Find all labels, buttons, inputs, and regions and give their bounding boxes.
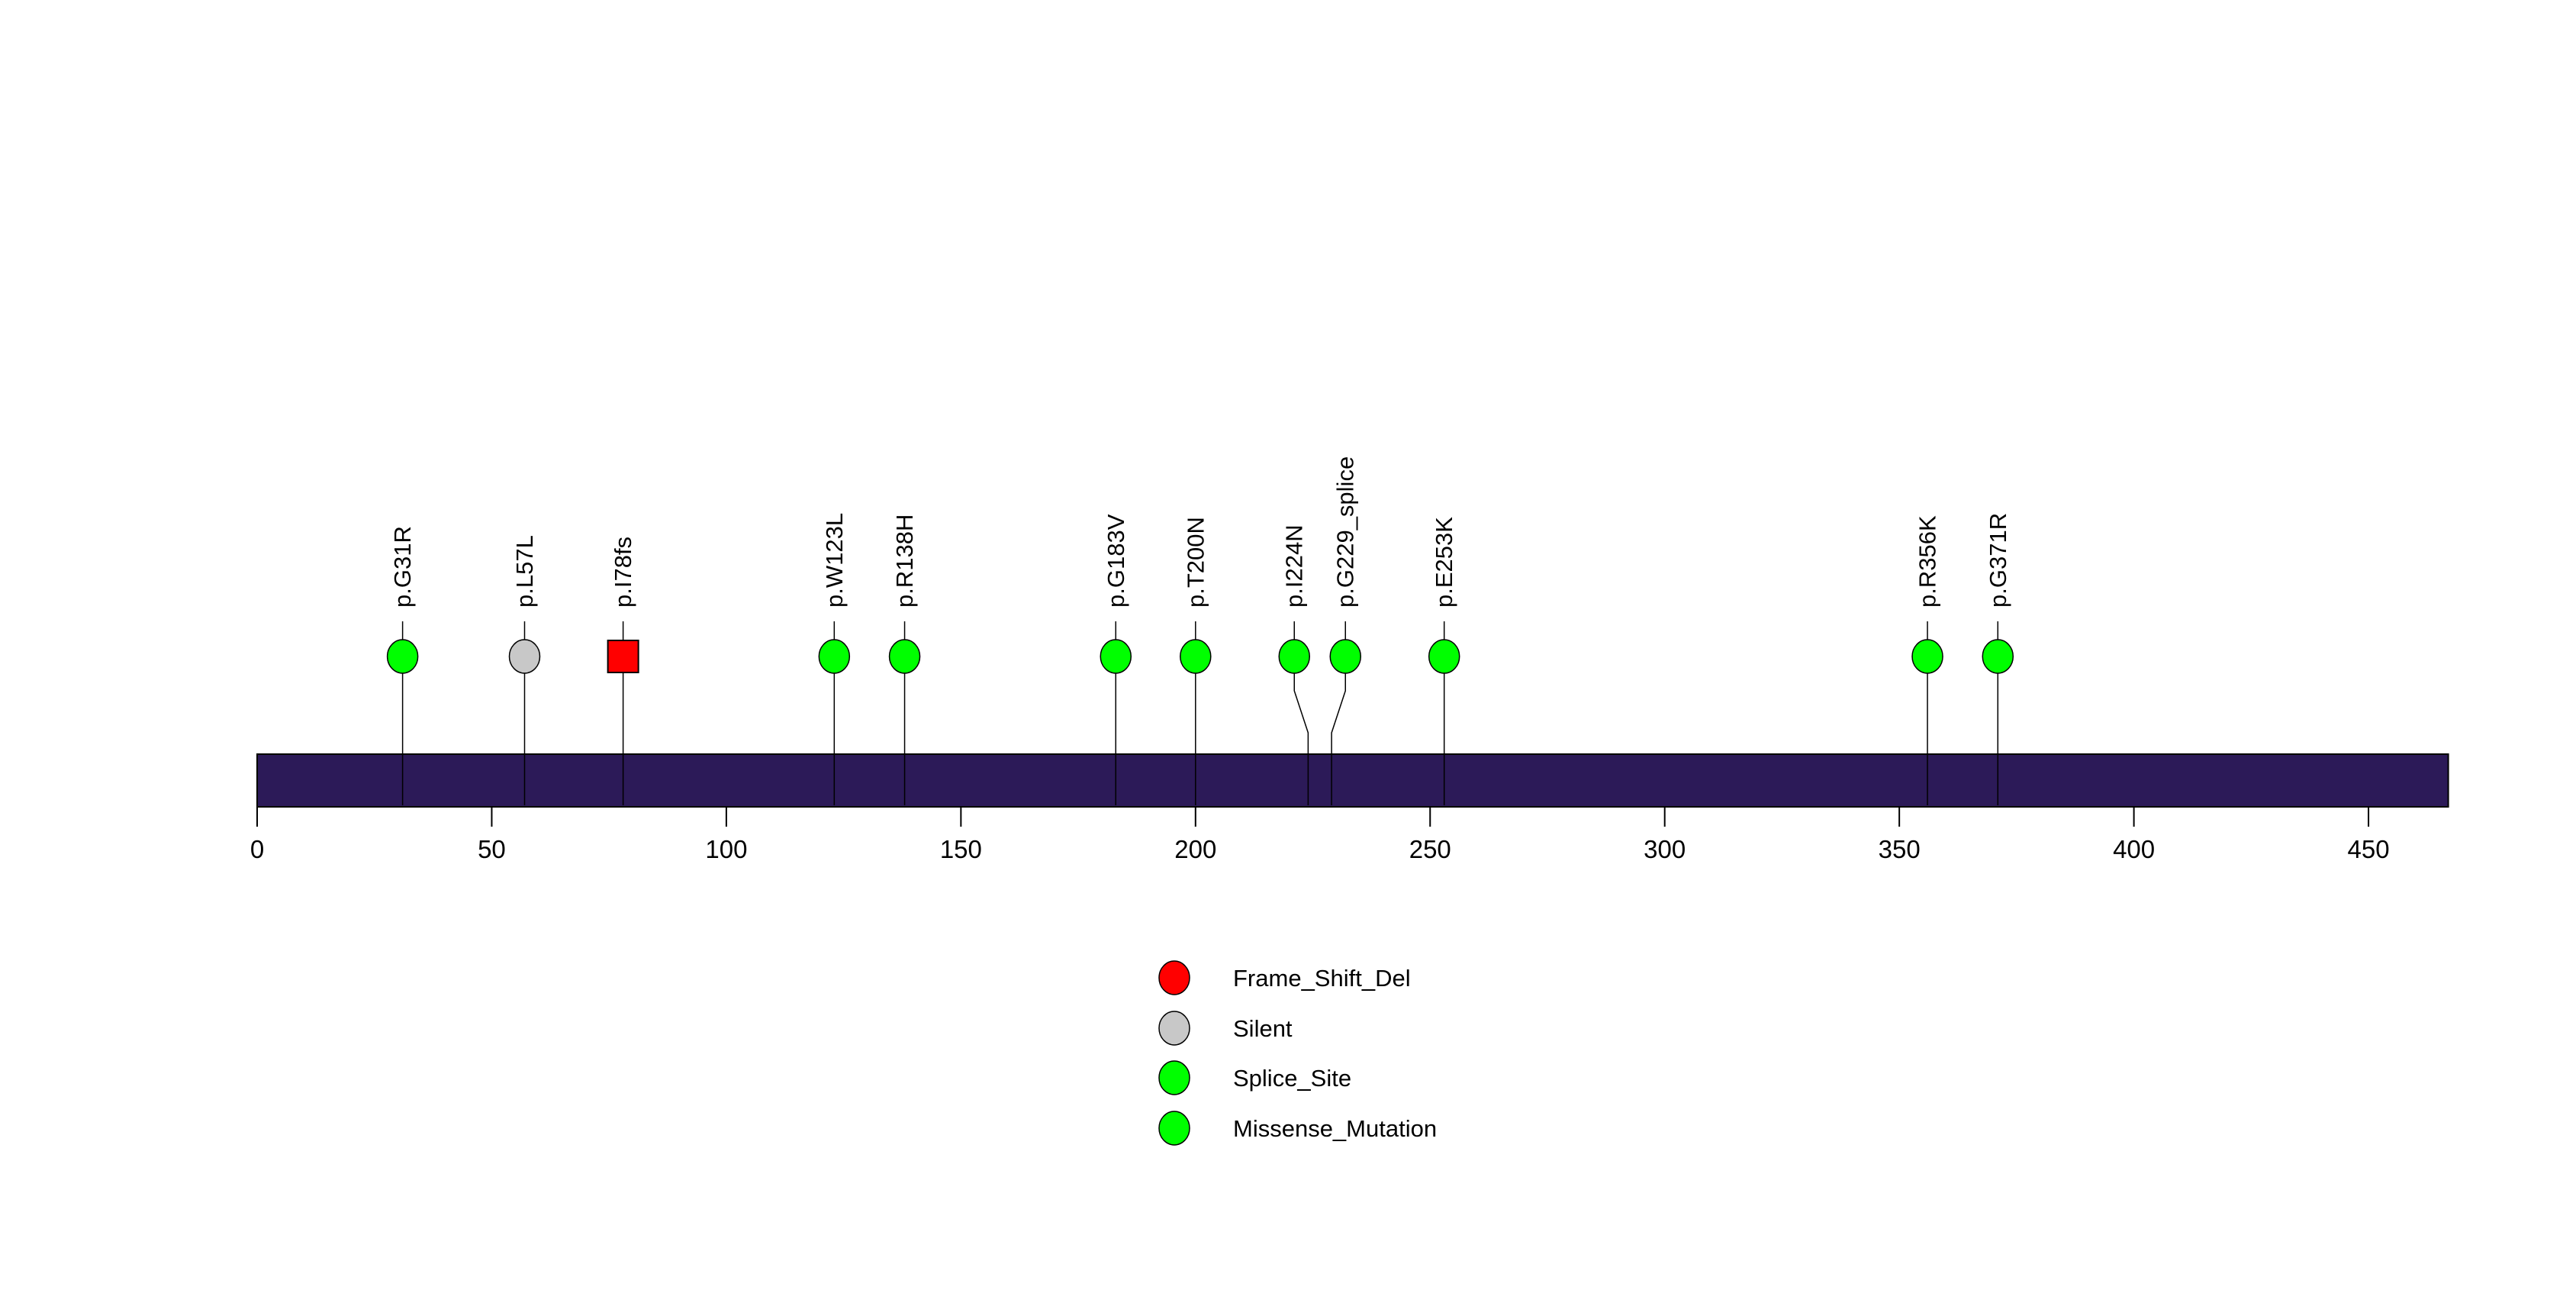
axis-tick-label: 250 [1409, 835, 1451, 863]
axis-tick-label: 300 [1644, 835, 1686, 863]
axis-tick-label: 150 [940, 835, 982, 863]
legend-label: Frame_Shift_Del [1233, 965, 1411, 992]
axis-tick-label: 400 [2113, 835, 2155, 863]
legend-marker [1158, 1060, 1190, 1095]
legend-label: Silent [1233, 1015, 1293, 1042]
mutation-label: p.G371R [1985, 513, 2011, 608]
mutation-label: p.G229_splice [1332, 456, 1359, 608]
mutation-label: p.R356K [1914, 515, 1941, 608]
mutation-marker-circle [1911, 639, 1943, 674]
mutation-marker-square [607, 640, 639, 673]
mutation-label: p.W123L [821, 513, 848, 608]
axis-tick-label: 200 [1174, 835, 1216, 863]
legend-label: Missense_Mutation [1233, 1115, 1437, 1142]
mutation-marker-circle [508, 639, 541, 674]
mutation-label: p.G31R [389, 526, 416, 608]
legend-label: Splice_Site [1233, 1065, 1351, 1092]
mutation-label: p.L57L [511, 535, 538, 608]
mutation-marker-circle [1982, 639, 2014, 674]
mutation-marker-circle [1428, 639, 1460, 674]
axis-tick-label: 100 [705, 835, 747, 863]
protein-backbone-bar [256, 753, 2449, 808]
mutation-label: p.R138H [891, 514, 918, 608]
axis-tick-label: 50 [478, 835, 506, 863]
legend-marker [1158, 1111, 1190, 1146]
mutation-marker-circle [1180, 639, 1212, 674]
mutation-marker-circle [818, 639, 851, 674]
legend-marker [1158, 1011, 1190, 1046]
axis-tick-label: 0 [250, 835, 264, 863]
axis-tick-label: 350 [1879, 835, 1921, 863]
mutation-marker-circle [386, 639, 419, 674]
mutation-marker-circle [1329, 639, 1361, 674]
mutation-label: p.T200N [1182, 517, 1209, 608]
axis-tick-label: 450 [2348, 835, 2390, 863]
mutation-label: p.I224N [1281, 524, 1308, 608]
mutation-marker-circle [1278, 639, 1310, 674]
legend-marker [1158, 960, 1190, 995]
mutation-label: p.G183V [1103, 514, 1129, 608]
mutation-label: p.I78fs [610, 537, 636, 608]
mutation-label: p.E253K [1431, 517, 1457, 608]
mutation-marker-circle [888, 639, 921, 674]
mutation-marker-circle [1100, 639, 1132, 674]
